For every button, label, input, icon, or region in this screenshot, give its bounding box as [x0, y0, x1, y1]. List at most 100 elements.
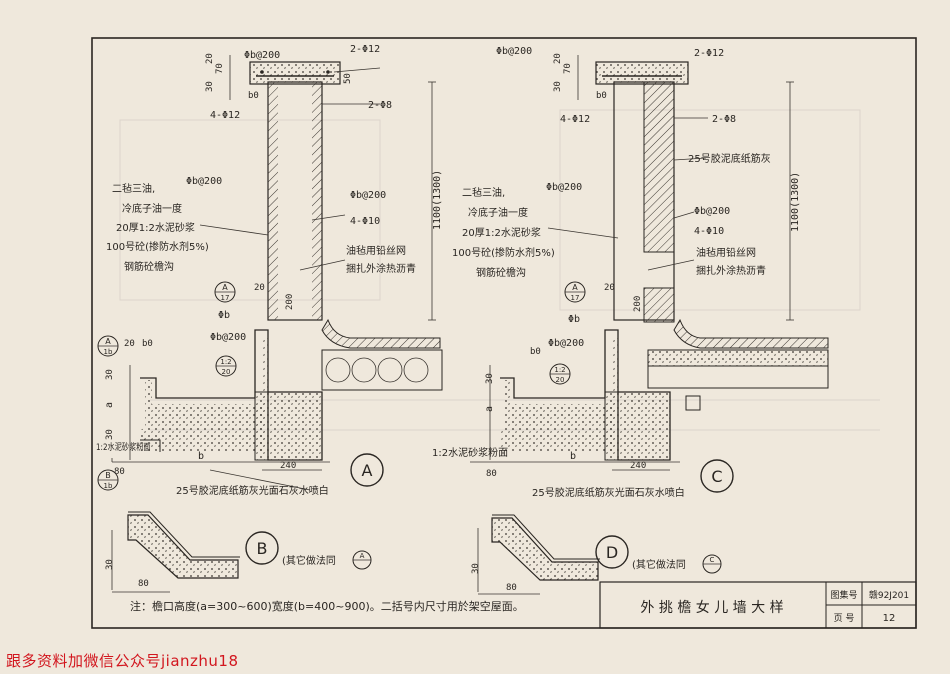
detail-a-labels: Φb@200 2-Φ12 30 70 20 b0 50 4-Φ12 2-Φ8 Φ…: [96, 44, 443, 497]
detail-c-dim-20-mid: 20: [604, 283, 615, 293]
detail-a-phi-b: Φb: [218, 310, 230, 321]
detail-a: A A 17 1:2 20 A 1b: [97, 55, 443, 491]
detail-c-drip-note: 1:2水泥砂浆粉面: [432, 446, 508, 459]
detail-d: 30 80 D (其它做法同 C: [471, 514, 722, 595]
detail-b-dim-80: 80: [138, 579, 149, 589]
detail-a-left-ref-top: A: [105, 337, 111, 346]
detail-a-dim-70: 70: [215, 63, 225, 74]
atlas-number-value: 赣92J201: [869, 589, 909, 601]
detail-a-bubble-label: A: [362, 461, 373, 480]
detail-a-layer-3: 20厚1:2水泥砂浆: [116, 221, 195, 234]
detail-c-dim-20: 20: [553, 53, 563, 64]
detail-b: B 1b 30 80 B (其它做法同 A: [97, 469, 372, 593]
detail-c-ref-bottom: 17: [571, 294, 580, 302]
detail-a-dim-30: 30: [205, 81, 215, 92]
detail-c-rebar-phi-left: Φb@200: [546, 182, 582, 193]
detail-a-ref-top: A: [222, 283, 228, 292]
detail-c-top-rebar: Φb@200: [496, 46, 532, 57]
detail-a-layer-2: 冷底子油一度: [122, 202, 182, 215]
detail-c-ref-top: A: [572, 283, 578, 292]
detail-a-dim-a: a: [104, 402, 115, 408]
detail-a-dim-20-left: 20: [124, 339, 135, 349]
detail-c-phi-b: Φb: [568, 314, 580, 325]
detail-a-roof-slab: [321, 349, 443, 391]
detail-a-dim-b0: b0: [248, 91, 259, 101]
detail-c-dim-b0-low: b0: [530, 347, 541, 357]
drawing-title: 外 挑 檐 女 儿 墙 大 样: [640, 599, 783, 616]
detail-c-brick: [643, 81, 675, 253]
detail-a-layer-1: 二毡三油,: [112, 182, 155, 195]
detail-b-note: (其它做法同: [282, 554, 336, 567]
detail-a-left-ref-bottom: 1b: [104, 348, 113, 356]
detail-a-gutter-concrete: [140, 338, 268, 452]
detail-c-rebar-phi-mid: Φb@200: [694, 206, 730, 217]
detail-c-layer-2: 冷底子油一度: [468, 206, 528, 219]
detail-a-rebar-2-12: 2-Φ12: [350, 44, 380, 55]
detail-c-dim-70: 70: [563, 63, 573, 74]
detail-a-roof-waterproof: [321, 318, 441, 349]
detail-a-dim-b: b: [198, 451, 204, 462]
detail-c-layer-3: 20厚1:2水泥砂浆: [462, 226, 541, 239]
detail-c-rebar-2-8: 2-Φ8: [712, 114, 736, 125]
page-number-value: 12: [883, 613, 896, 624]
detail-c-dim-b: b: [570, 451, 576, 462]
general-note: 注：檐口高度(a=300~600)宽度(b=400~900)。二括号内尺寸用於架…: [130, 599, 524, 613]
detail-c-layer-5: 钢筋砼檐沟: [476, 266, 526, 279]
detail-c-right-layer-2: 捆扎外涂热沥青: [696, 264, 766, 277]
detail-b-ref-top: B: [105, 471, 111, 480]
detail-a-top-rebar: Φb@200: [244, 50, 280, 61]
detail-c-dim-30: 30: [553, 81, 563, 92]
detail-c-rebar-4-10: 4-Φ10: [694, 226, 724, 237]
detail-c-gutter-concrete: [500, 338, 618, 452]
detail-a-rebar-2-8: 2-Φ8: [368, 100, 392, 111]
detail-a-ref-bottom: 17: [221, 294, 230, 302]
page-number-label: 页 号: [834, 613, 855, 624]
detail-d-ref-c-label: C: [710, 556, 715, 564]
detail-a-rebar-phi-left: Φb@200: [186, 176, 222, 187]
detail-c-ratio-top: 1:2: [554, 366, 565, 374]
detail-a-coping: [249, 61, 341, 85]
detail-c-height-dim: 1100(1300): [790, 172, 801, 232]
detail-c-dim-a: a: [484, 406, 495, 412]
detail-d-note: (其它做法同: [632, 558, 686, 571]
detail-a-drip-note: 1:2水泥砂浆粉面: [96, 441, 151, 452]
detail-a-dim-30-left: 30: [105, 369, 115, 380]
detail-b-gutter: [127, 514, 239, 579]
detail-c-dim-240: 240: [630, 461, 646, 471]
detail-c-layer-4: 100号砼(掺防水剂5%): [452, 246, 555, 259]
detail-c: C A 17 1:2 20: [470, 55, 829, 493]
detail-c-dim-200: 200: [633, 296, 643, 312]
detail-c-roof-waterproof: [673, 318, 829, 349]
detail-c-right-layer-1: 油毡用铅丝网: [696, 246, 756, 259]
detail-c-dim-b0: b0: [596, 91, 607, 101]
detail-c-rebar-4-12: 4-Φ12: [560, 114, 590, 125]
detail-d-gutter: [491, 517, 599, 581]
detail-a-bottom-note: 25号胶泥底纸筋灰光面石灰水喷白: [176, 484, 329, 497]
detail-a-dim-80: 80: [114, 467, 125, 477]
detail-c-layer-1: 二毡三油,: [462, 186, 505, 199]
detail-c-bottom-note: 25号胶泥底纸筋灰光面石灰水喷白: [532, 486, 685, 499]
detail-d-dim-80: 80: [506, 583, 517, 593]
detail-a-dim-240: 240: [280, 461, 296, 471]
detail-a-plaster-right: [312, 82, 322, 320]
detail-a-dim-50: 50: [343, 73, 353, 84]
detail-c-wall-note: 25号胶泥底纸筋灰: [688, 152, 771, 165]
detail-d-bubble-label: D: [606, 543, 618, 562]
detail-a-dim-20: 20: [205, 53, 215, 64]
detail-a-rebar-4-10: 4-Φ10: [350, 216, 380, 227]
detail-c-phi-b-200-low: Φb@200: [548, 338, 584, 349]
detail-a-right-layer-1: 油毡用铅丝网: [346, 244, 406, 257]
atlas-number-label: 图集号: [830, 589, 857, 601]
detail-c-dim-80: 80: [486, 469, 497, 479]
detail-c-beam: [604, 391, 671, 461]
detail-a-rebar-phi-mid: Φb@200: [350, 190, 386, 201]
detail-b-ref-bottom: 1b: [104, 482, 113, 490]
detail-a-dim-200: 200: [285, 294, 295, 310]
detail-b-bubble-circle: [245, 531, 279, 565]
detail-a-layer-5: 钢筋砼檐沟: [124, 260, 174, 273]
drawing-frame: [91, 37, 917, 629]
watermark-text: 跟多资料加微信公众号jianzhu18: [6, 652, 239, 670]
detail-c-labels: Φb@200 2-Φ12 30 70 20 b0 4-Φ12 2-Φ8 25号胶…: [432, 46, 801, 499]
detail-a-phi-b-200-low: Φb@200: [210, 332, 246, 343]
